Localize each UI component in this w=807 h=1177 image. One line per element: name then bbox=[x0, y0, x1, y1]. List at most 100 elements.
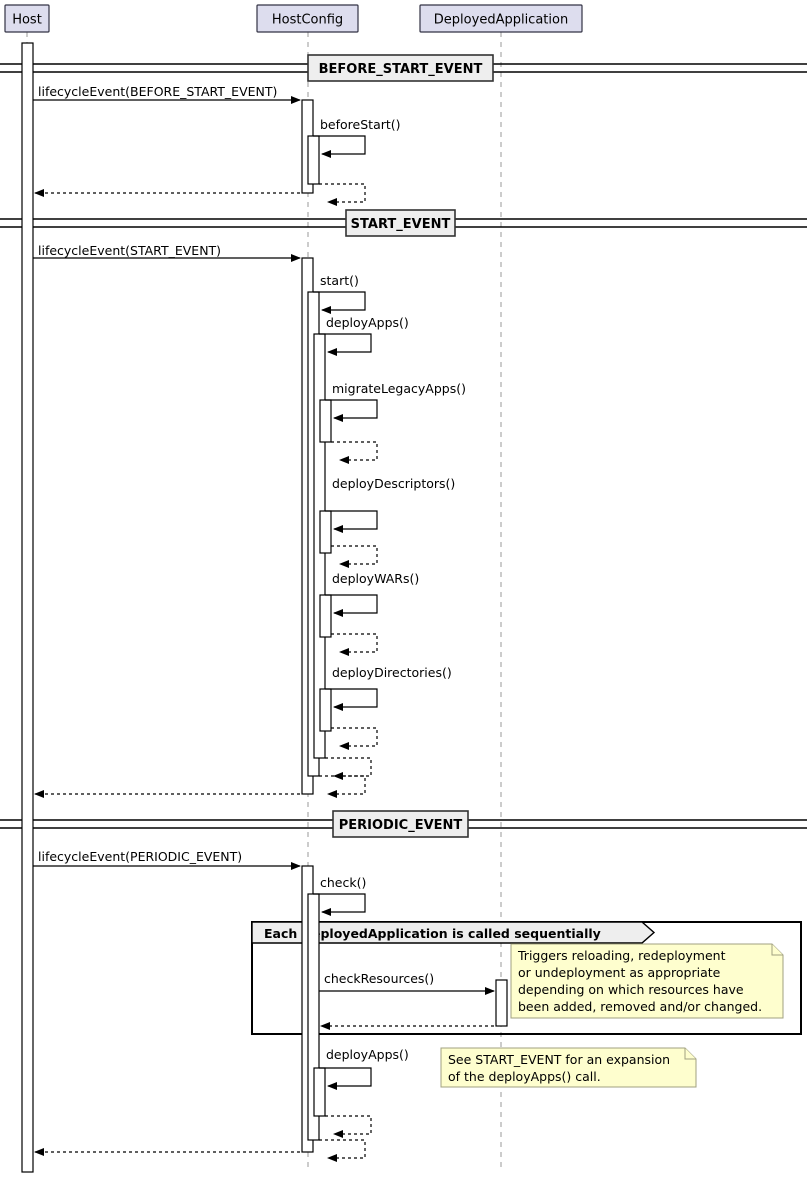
activations-layer bbox=[21, 42, 508, 1173]
divider-label: START_EVENT bbox=[351, 217, 451, 232]
note-fold-icon bbox=[684, 1048, 696, 1060]
message-label: beforeStart() bbox=[320, 117, 401, 132]
activation-cfg-dirs bbox=[319, 688, 332, 732]
participants-layer: Host HostConfig DeployedApplication bbox=[4, 4, 583, 33]
message-m17 bbox=[319, 775, 366, 798]
divider-before-start: BEFORE_START_EVENT bbox=[0, 54, 807, 82]
note-fold-icon bbox=[771, 944, 783, 956]
message-label: lifecycleEvent(START_EVENT) bbox=[38, 243, 221, 258]
message-path bbox=[331, 545, 378, 568]
message-m2: beforeStart() bbox=[313, 117, 401, 158]
message-label: migrateLegacyApps() bbox=[332, 381, 466, 396]
activation-cfg-wars bbox=[319, 594, 332, 638]
message-m24 bbox=[325, 1115, 372, 1138]
message-m15 bbox=[331, 727, 378, 750]
note-body bbox=[510, 943, 784, 1019]
notes-layer: Triggers reloading, redeployment or undep… bbox=[440, 943, 784, 1088]
note-line: been added, removed and/or changed. bbox=[518, 999, 762, 1014]
activation-host-act bbox=[21, 42, 34, 1173]
note-line: or undeployment as appropriate bbox=[518, 965, 721, 980]
divider-box bbox=[345, 209, 456, 237]
message-path bbox=[319, 775, 366, 798]
message-label: lifecycleEvent(PERIODIC_EVENT) bbox=[38, 849, 242, 864]
message-path bbox=[319, 1139, 366, 1162]
message-path bbox=[331, 727, 378, 750]
message-m11 bbox=[331, 545, 378, 568]
message-path bbox=[325, 1115, 372, 1138]
message-m9 bbox=[331, 441, 378, 464]
message-path bbox=[313, 135, 366, 158]
message-m10: deployDescriptors() bbox=[325, 476, 455, 533]
divider-periodic: PERIODIC_EVENT bbox=[0, 810, 807, 838]
message-path bbox=[319, 1067, 372, 1090]
lifelines-layer bbox=[26, 32, 502, 1172]
participant-host[interactable]: Host bbox=[4, 4, 50, 33]
message-label: deployApps() bbox=[326, 1047, 409, 1062]
participant-box[interactable] bbox=[419, 4, 583, 33]
message-m21: checkResources() bbox=[319, 971, 495, 995]
note-line: Triggers reloading, redeployment bbox=[517, 948, 726, 963]
message-path bbox=[325, 757, 372, 780]
message-m20: check() bbox=[313, 875, 366, 916]
note-line: See START_EVENT for an expansion bbox=[448, 1052, 670, 1067]
message-m5: lifecycleEvent(START_EVENT) bbox=[33, 243, 301, 262]
message-label: checkResources() bbox=[324, 971, 434, 986]
message-path bbox=[325, 688, 378, 711]
divider-label: PERIODIC_EVENT bbox=[339, 818, 463, 833]
activation-cfg-beforestart bbox=[307, 135, 320, 185]
message-path bbox=[313, 893, 366, 916]
participant-label: HostConfig bbox=[272, 13, 343, 28]
participant-box[interactable] bbox=[256, 4, 359, 33]
participant-label: DeployedApplication bbox=[434, 13, 568, 28]
message-m25 bbox=[319, 1139, 366, 1162]
groups-layer: Each DeployedApplication is called seque… bbox=[251, 921, 802, 1035]
message-m13 bbox=[331, 633, 378, 656]
message-path bbox=[319, 183, 366, 206]
message-path bbox=[319, 333, 372, 356]
message-label: start() bbox=[320, 273, 359, 288]
message-m12: deployWARs() bbox=[325, 571, 419, 617]
divider-box bbox=[332, 810, 469, 838]
message-m23: deployApps() bbox=[319, 1047, 409, 1090]
participant-label: Host bbox=[12, 13, 42, 28]
message-m1: lifecycleEvent(BEFORE_START_EVENT) bbox=[33, 84, 301, 104]
message-path bbox=[325, 510, 378, 533]
note-note-deployapps: See START_EVENT for an expansion of the d… bbox=[440, 1047, 697, 1088]
message-m6: start() bbox=[313, 273, 366, 314]
activation-cfg-migrate bbox=[319, 399, 332, 443]
activation-dep-checkres bbox=[495, 979, 508, 1027]
message-label: deployWARs() bbox=[332, 571, 419, 586]
group-tab bbox=[251, 921, 656, 944]
participant-box[interactable] bbox=[4, 4, 50, 33]
message-label: deployDirectories() bbox=[332, 665, 452, 680]
note-line: of the deployApps() call. bbox=[448, 1069, 601, 1084]
divider-box bbox=[307, 54, 494, 82]
note-line: depending on which resources have bbox=[518, 982, 744, 997]
message-m8: migrateLegacyApps() bbox=[325, 381, 466, 422]
message-m14: deployDirectories() bbox=[325, 665, 452, 711]
note-body bbox=[440, 1047, 697, 1088]
dividers-layer: BEFORE_START_EVENT START_EVENT PERIODIC_EV… bbox=[0, 54, 807, 838]
message-label: lifecycleEvent(BEFORE_START_EVENT) bbox=[38, 84, 277, 99]
message-label: deployDescriptors() bbox=[332, 476, 455, 491]
participant-config[interactable]: HostConfig bbox=[256, 4, 359, 33]
participant-deploy[interactable]: DeployedApplication bbox=[419, 4, 583, 33]
message-label: deployApps() bbox=[326, 315, 409, 330]
message-m16 bbox=[325, 757, 372, 780]
message-label: check() bbox=[320, 875, 366, 890]
message-path bbox=[325, 399, 378, 422]
group-loop-deployedapplication: Each DeployedApplication is called seque… bbox=[251, 921, 802, 1035]
message-m3 bbox=[319, 183, 366, 206]
divider-start: START_EVENT bbox=[0, 209, 807, 237]
message-path bbox=[325, 594, 378, 617]
activation-cfg-descriptors bbox=[319, 510, 332, 554]
activation-cfg-deployapps2 bbox=[313, 1067, 326, 1117]
message-path bbox=[313, 291, 366, 314]
divider-label: BEFORE_START_EVENT bbox=[319, 62, 483, 77]
message-path bbox=[331, 633, 378, 656]
group-label: Each DeployedApplication is called seque… bbox=[264, 926, 601, 941]
message-path bbox=[331, 441, 378, 464]
note-note-checkresources: Triggers reloading, redeployment or undep… bbox=[510, 943, 784, 1019]
